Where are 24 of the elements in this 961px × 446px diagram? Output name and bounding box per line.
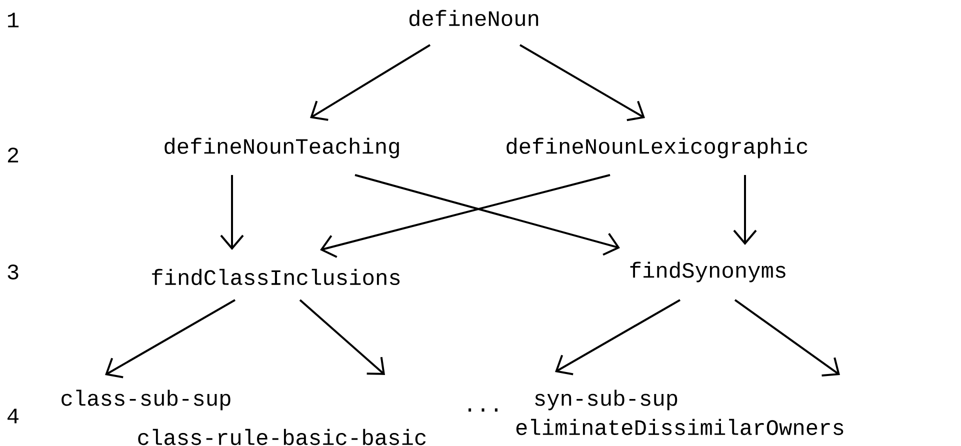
node-label: class-rule-basic-basic <box>138 428 426 446</box>
node-label: defineNoun <box>409 10 538 26</box>
node-label: eliminateDissimilarOwners <box>516 418 844 436</box>
node-label: class-sub-sup <box>62 390 230 410</box>
arrow <box>299 299 385 375</box>
arrow <box>555 299 680 376</box>
arrow <box>105 299 236 378</box>
level-number: 2 <box>8 148 18 162</box>
node-label: findClassInclusions <box>152 268 400 286</box>
node-label: defineNounTeaching <box>164 138 399 158</box>
node-label: defineNounLexicographic <box>506 138 808 158</box>
arrow <box>520 44 645 122</box>
level-number: 1 <box>8 12 19 28</box>
level-number: 3 <box>8 264 18 280</box>
node-label: syn-sub-sup <box>535 390 678 410</box>
arrow <box>220 175 244 250</box>
level-number: ... <box>468 408 498 412</box>
arrow <box>354 174 620 256</box>
node-label: findSynonyms <box>630 262 786 282</box>
arrow <box>734 299 840 376</box>
level-number: 4 <box>8 408 18 424</box>
arrow <box>733 175 757 245</box>
arrow <box>310 44 431 121</box>
arrow <box>320 174 610 258</box>
